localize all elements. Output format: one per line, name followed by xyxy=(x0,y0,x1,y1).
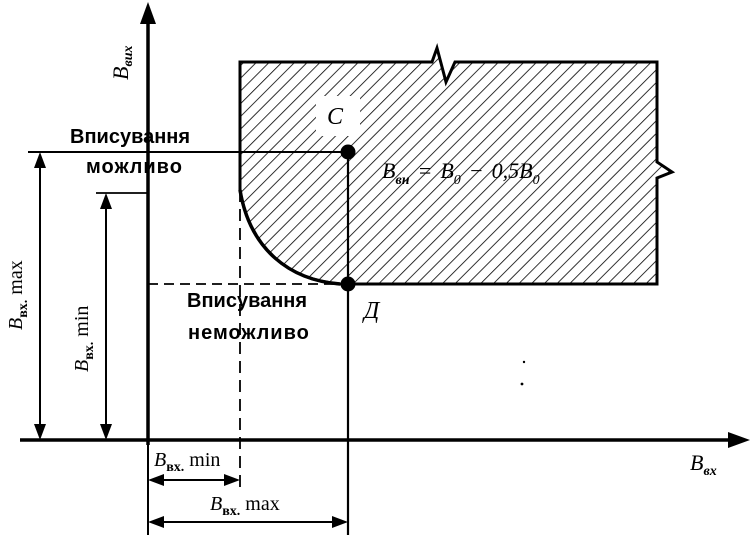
point-c xyxy=(340,144,356,160)
y-axis-label: Bвих xyxy=(108,46,136,81)
point-d xyxy=(340,276,356,292)
formula: Bвн=B0−0,5B0 xyxy=(382,158,540,188)
bvx-min-dimension-arrow xyxy=(100,193,112,440)
x-axis-label: Bвх xyxy=(690,450,717,479)
bvx-max-bottom-dimension-arrow xyxy=(148,516,348,528)
y-axis-arrowhead xyxy=(140,2,156,24)
impossible-label-line2: неможливо xyxy=(188,322,310,344)
bvx-max-bottom-label: Bвх.max xyxy=(210,493,280,519)
bvx-max-dimension-arrow xyxy=(34,152,46,440)
bvx-max-left-label: Bвх.max xyxy=(5,260,31,330)
possible-label-line1: Вписування xyxy=(70,126,190,148)
point-d-label: Д xyxy=(362,298,381,324)
boundary-curve xyxy=(238,189,341,286)
bvx-min-bottom-dimension-arrow xyxy=(148,474,240,486)
speck xyxy=(522,360,526,364)
x-axis-arrowhead xyxy=(728,432,750,448)
bvx-min-left-label: Bвх.min xyxy=(71,306,97,372)
speck xyxy=(520,382,524,386)
point-c-label: С xyxy=(327,104,344,130)
impossible-label-line1: Вписування xyxy=(187,290,307,312)
c-label-bg xyxy=(316,96,360,136)
bvx-min-bottom-label: Bвх.min xyxy=(154,449,220,475)
possible-label-line2: можливо xyxy=(86,156,183,178)
